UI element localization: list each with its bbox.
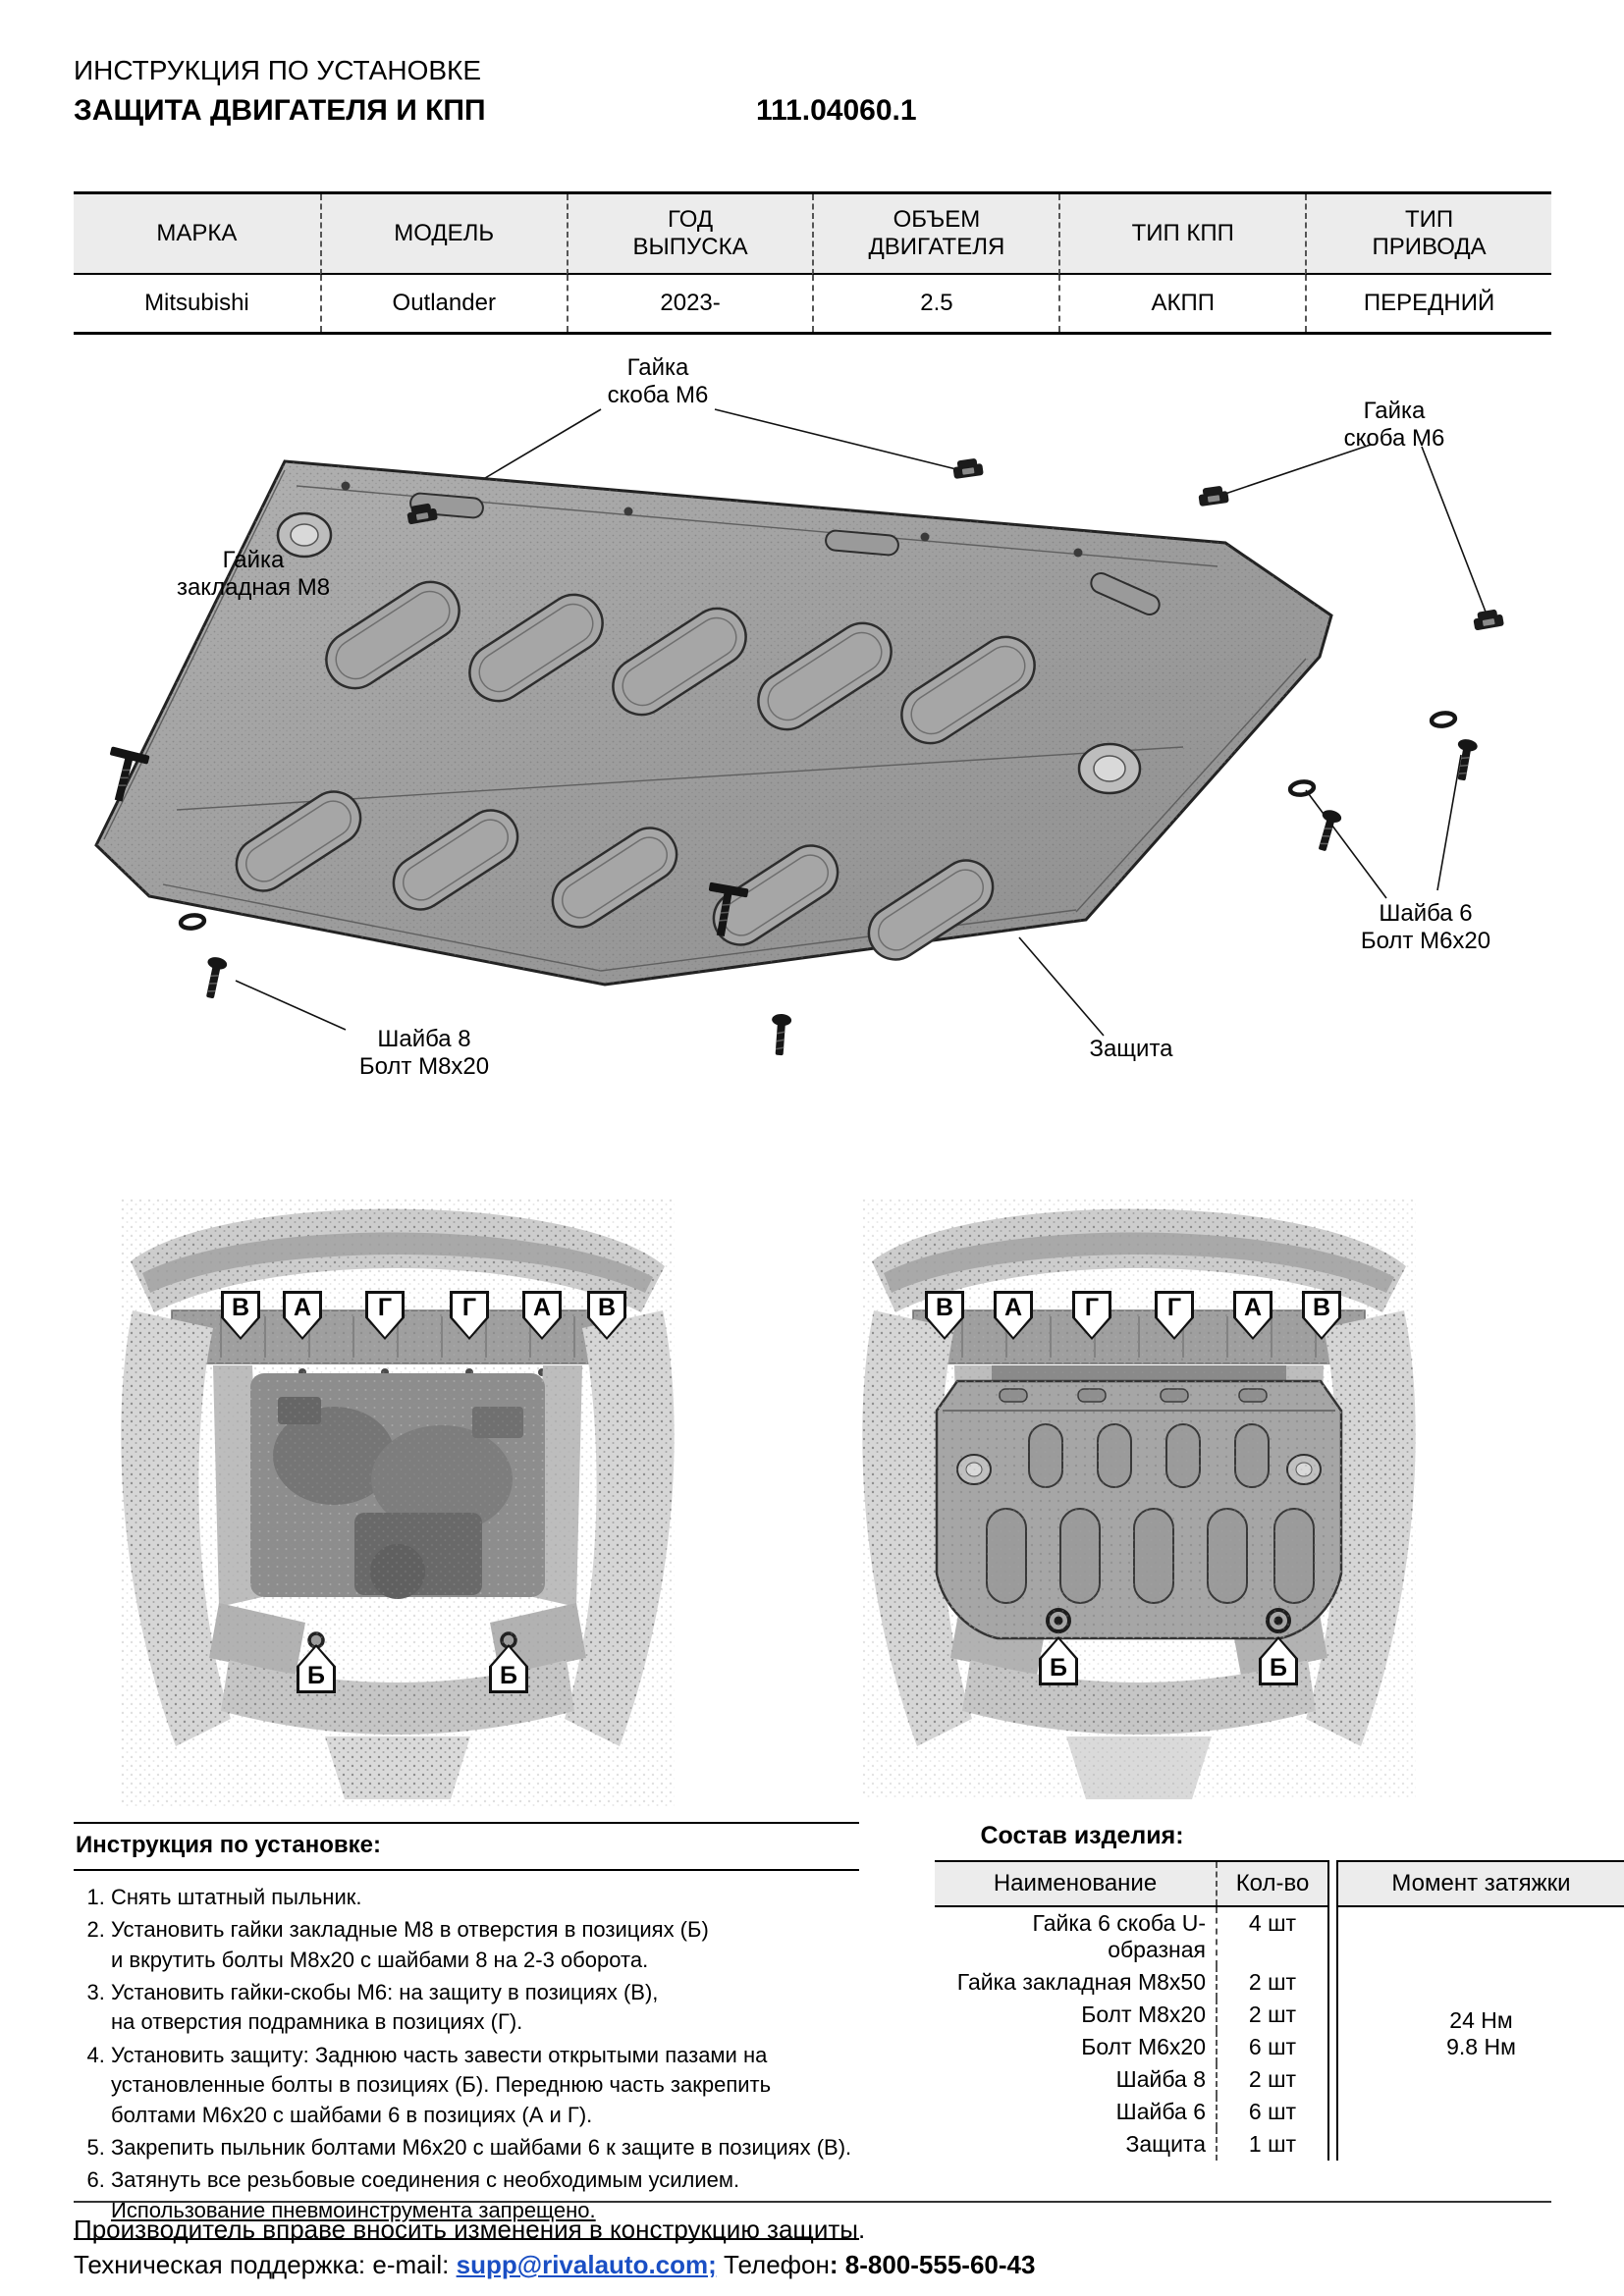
position-marker-v: В <box>925 1291 964 1340</box>
bolt-icon <box>768 1012 793 1057</box>
support-phone: : 8-800-555-60-43 <box>829 2250 1036 2279</box>
callout-washer-bolt-m6: Шайба 6 Болт М6х20 <box>1360 900 1491 955</box>
protection-plate <box>94 459 1333 987</box>
washer-icon <box>1289 780 1315 796</box>
plate-ring-hole-left <box>276 511 333 559</box>
instructions-title: Инструкция по установке: <box>74 1824 859 1871</box>
underbody-view-before <box>121 1199 675 1807</box>
parts-torque-column: Момент затяжки 24 Нм 9.8 Нм <box>1336 1860 1624 2161</box>
position-marker-g: Г <box>1072 1291 1111 1340</box>
callout-clip-nut-top: Гайка скоба М6 <box>607 354 709 409</box>
instructions-list: Снять штатный пыльник. Установить гайки … <box>74 1883 859 2225</box>
spec-value-drive: ПЕРЕДНИЙ <box>1305 275 1551 332</box>
footer-divider <box>74 2201 1551 2203</box>
position-marker-g: Г <box>1155 1291 1194 1340</box>
spec-header-year: ГОД ВЫПУСКА <box>566 194 813 275</box>
washer-icon <box>1431 712 1456 727</box>
parts-header-row: Наименование Кол-во <box>935 1860 1327 1907</box>
position-marker-b: Б <box>1039 1636 1078 1685</box>
clip-nut-icon <box>951 457 984 480</box>
torque-values: 24 Нм 9.8 Нм <box>1446 2007 1516 2059</box>
parts-list: Состав изделия: Наименование Кол-во Гайк… <box>935 1822 1624 2161</box>
position-marker-a: А <box>1233 1291 1272 1340</box>
spec-value-brand: Mitsubishi <box>144 290 249 316</box>
spec-header-drive: ТИП ПРИВОДА <box>1305 194 1551 275</box>
spec-value-gearbox: АКПП <box>1058 275 1305 332</box>
instruction-step: Закрепить пыльник болтами М6х20 с шайбам… <box>111 2133 859 2163</box>
underbody-views: В А Г Г А В Б Б В А Г Г А В Б Б <box>0 1153 1624 1831</box>
position-marker-g: Г <box>450 1291 489 1340</box>
support-line: Техническая поддержка: e-mail: supp@riva… <box>74 2250 1035 2280</box>
callout-clip-nut-right: Гайка скоба М6 <box>1343 398 1445 453</box>
support-email-link[interactable]: supp@rivalauto.com; <box>456 2250 717 2279</box>
instruction-step: Установить гайки-скобы М6: на защиту в п… <box>111 1978 859 2038</box>
spec-header-model: МОДЕЛЬ <box>319 194 567 275</box>
spec-header-row: МАРКА МОДЕЛЬ ГОД ВЫПУСКА ОБЪЕМ ДВИГАТЕЛЯ… <box>74 194 1551 275</box>
bolt-icon <box>1450 736 1480 783</box>
position-marker-v: В <box>221 1291 260 1340</box>
position-marker-b: Б <box>1259 1636 1298 1685</box>
position-marker-a: А <box>522 1291 562 1340</box>
manufacturer-note: Производитель вправе вносить изменения в… <box>74 2215 866 2244</box>
spec-value-row: Mitsubishi Outlander 2023- 2.5 АКПП ПЕРЕ… <box>74 275 1551 332</box>
spec-header-engine: ОБЪЕМ ДВИГАТЕЛЯ <box>812 194 1059 275</box>
position-marker-v: В <box>1302 1291 1341 1340</box>
support-prefix: Техническая поддержка: e-mail: <box>74 2250 457 2279</box>
position-marker-g: Г <box>365 1291 405 1340</box>
parts-header-name: Наименование <box>993 1870 1158 1896</box>
instruction-step: Установить гайки закладные М8 в отверсти… <box>111 1915 859 1975</box>
clip-nut-icon <box>1472 608 1504 631</box>
underbody-view-after <box>862 1199 1416 1799</box>
part-number: 111.04060.1 <box>756 94 917 127</box>
position-marker-a: А <box>283 1291 322 1340</box>
support-phone-label: Телефон <box>716 2250 830 2279</box>
position-marker-a: А <box>994 1291 1033 1340</box>
position-marker-v: В <box>587 1291 626 1340</box>
washer-icon <box>180 914 205 930</box>
doc-subtitle: ЗАЩИТА ДВИГАТЕЛЯ И КПП <box>74 94 486 127</box>
spec-header-gearbox: ТИП КПП <box>1058 194 1306 275</box>
parts-table: Наименование Кол-во Гайка 6 скоба U-обра… <box>935 1860 1624 2161</box>
callout-plate: Защита <box>1089 1036 1173 1062</box>
doc-header: ИНСТРУКЦИЯ ПО УСТАНОВКЕ ЗАЩИТА ДВИГАТЕЛЯ… <box>74 55 917 128</box>
instruction-step: Снять штатный пыльник. <box>111 1883 859 1912</box>
spec-value-year: 2023- <box>566 275 813 332</box>
small-holes <box>341 481 1083 558</box>
callout-washer-bolt-m8: Шайба 8 Болт М8х20 <box>358 1026 490 1081</box>
position-marker-b: Б <box>297 1644 336 1693</box>
callout-t-nut: Гайка закладная М8 <box>176 547 331 602</box>
bolt-icon <box>1312 807 1344 854</box>
exploded-diagram: Гайка скоба М6 Гайка скоба М6 Гайка закл… <box>0 348 1624 1144</box>
flange-slots <box>409 492 1161 615</box>
clip-nut-icon <box>1197 485 1229 507</box>
plate-diagram-art <box>94 408 1504 1057</box>
bolt-icon <box>199 954 230 1001</box>
installation-instructions: Инструкция по установке: Снять штатный п… <box>74 1822 859 2240</box>
vehicle-spec-table: МАРКА МОДЕЛЬ ГОД ВЫПУСКА ОБЪЕМ ДВИГАТЕЛЯ… <box>74 191 1551 335</box>
position-marker-b: Б <box>489 1644 528 1693</box>
spec-value-engine: 2.5 <box>812 275 1058 332</box>
plate-ring-hole-right <box>1077 742 1142 795</box>
parts-header-torque: Момент затяжки <box>1338 1860 1624 1907</box>
instruction-step: Установить защиту: Заднюю часть завести … <box>111 2041 859 2130</box>
parts-header-qty: Кол-во <box>1216 1862 1327 1905</box>
spec-value-model: Outlander <box>319 275 567 332</box>
spec-header-brand: МАРКА <box>74 194 320 275</box>
parts-title: Состав изделия: <box>980 1822 1184 1849</box>
doc-title: ИНСТРУКЦИЯ ПО УСТАНОВКЕ <box>74 55 482 85</box>
